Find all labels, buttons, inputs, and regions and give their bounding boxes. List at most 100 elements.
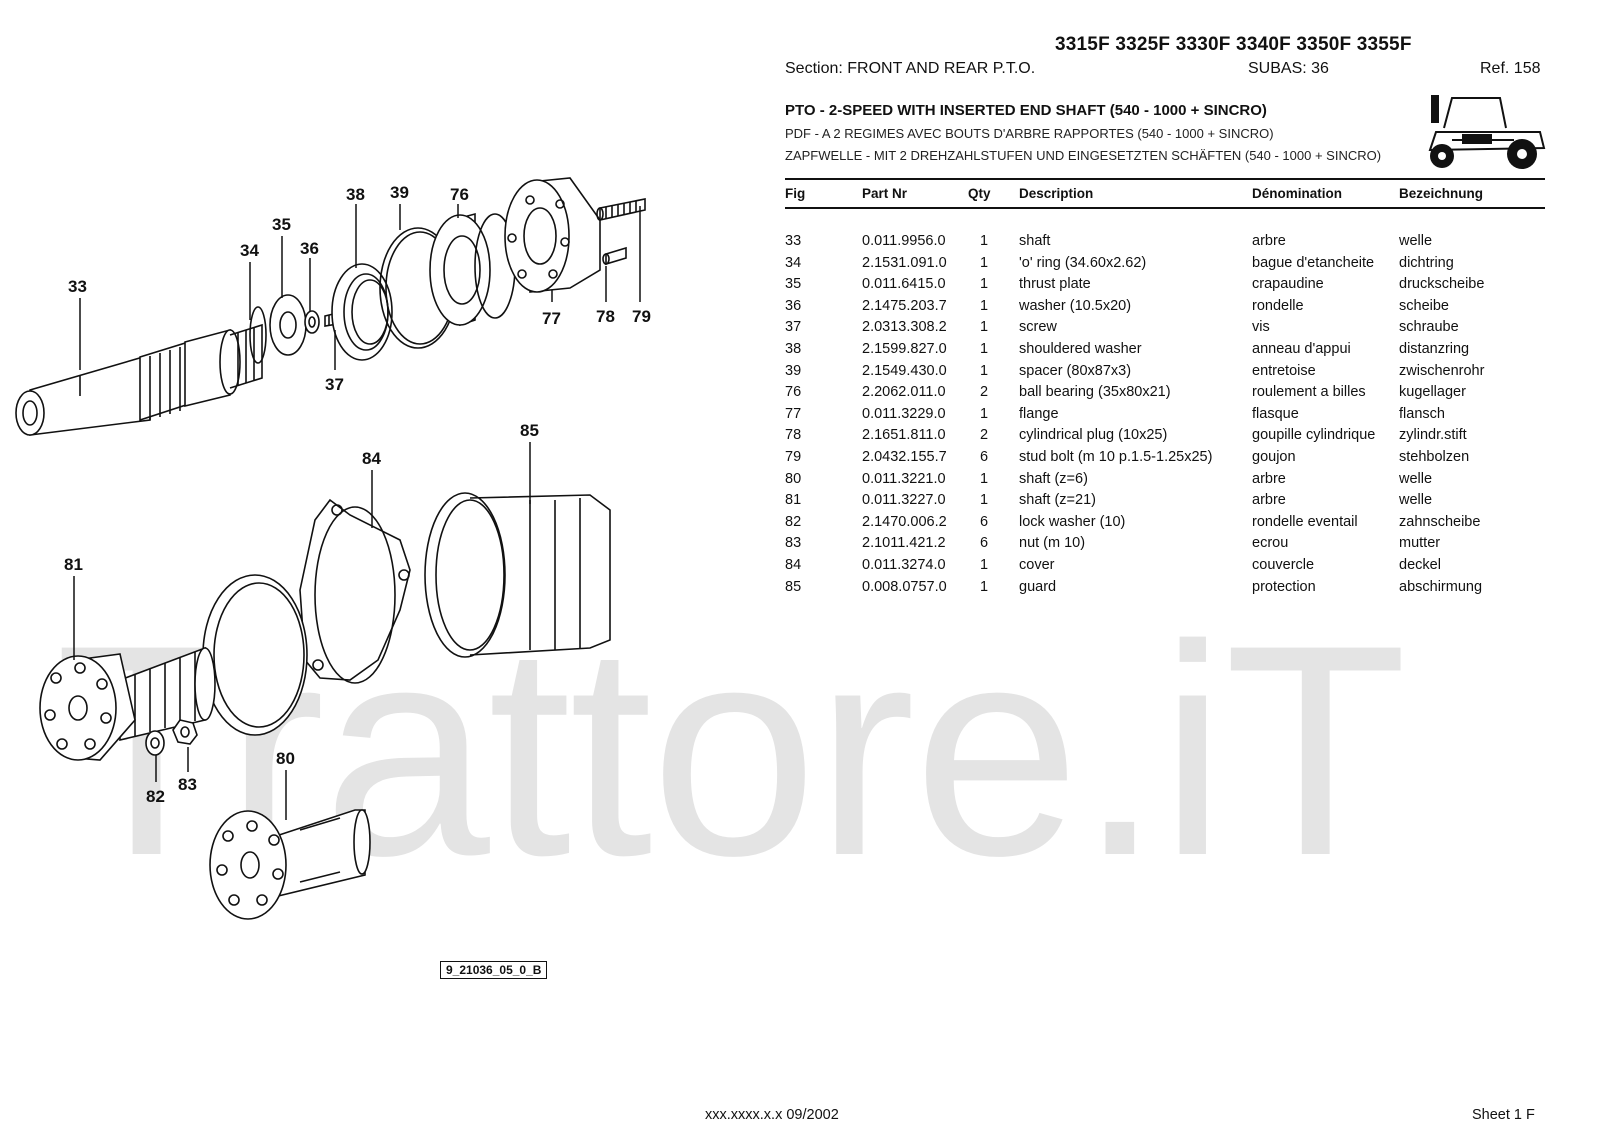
- cell-denomination: anneau d'appui: [1252, 340, 1351, 357]
- cell-denomination: ecrou: [1252, 535, 1289, 552]
- cell-qty: 1: [980, 340, 989, 357]
- cell-fig: 79: [785, 448, 802, 465]
- cell-fig: 36: [785, 297, 802, 314]
- col-header-denomination: Dénomination: [1252, 186, 1342, 201]
- footer-doc-code: xxx.xxxx.x.x 09/2002: [705, 1107, 839, 1123]
- cell-bezeichnung: scheibe: [1399, 297, 1449, 314]
- cell-bezeichnung: welle: [1399, 492, 1433, 509]
- callout-81: 81: [64, 555, 83, 574]
- table-header-rule: [785, 207, 1545, 209]
- cell-description: thrust plate: [1019, 276, 1091, 293]
- cell-description: spacer (80x87x3): [1019, 362, 1132, 379]
- part-35-thrust-plate-drawing: [269, 294, 307, 356]
- cell-part-nr: 2.1549.430.0: [862, 362, 947, 379]
- cell-qty: 1: [980, 362, 989, 379]
- callout-leaders: [73, 204, 641, 820]
- cell-description: nut (m 10): [1019, 535, 1086, 552]
- cell-fig: 80: [785, 470, 802, 487]
- cell-fig: 37: [785, 319, 802, 336]
- col-header-qty: Qty: [968, 186, 991, 201]
- callout-79: 79: [632, 307, 651, 326]
- cell-fig: 78: [785, 427, 802, 444]
- cell-denomination: bague d'etancheite: [1252, 254, 1375, 271]
- cell-qty: 2: [980, 384, 989, 401]
- cell-bezeichnung: kugellager: [1399, 384, 1466, 401]
- cell-fig: 33: [785, 233, 802, 249]
- exploded-parts-drawing: 33 34 35 36 37 38 39 76 77 78 79 81 82 8…: [15, 177, 651, 920]
- col-header-description: Description: [1019, 186, 1094, 201]
- cell-qty: 1: [980, 254, 989, 271]
- cell-description: washer (10.5x20): [1019, 297, 1132, 314]
- cell-denomination: entretoise: [1252, 362, 1316, 379]
- cell-part-nr: 2.2062.011.0: [862, 384, 946, 401]
- callout-82: 82: [146, 787, 165, 806]
- cell-description: screw: [1019, 319, 1057, 336]
- cell-part-nr: 2.0313.308.2: [862, 319, 947, 336]
- cell-qty: 1: [980, 578, 989, 595]
- part-79-stud-bolt-drawing: [596, 198, 646, 221]
- page-title-en: PTO - 2-SPEED WITH INSERTED END SHAFT (5…: [785, 102, 1267, 119]
- col-header-part-nr: Part Nr: [862, 186, 908, 201]
- cell-bezeichnung: zahnscheibe: [1399, 513, 1481, 530]
- part-33-shaft-drawing: [15, 323, 263, 436]
- cell-description: ball bearing (35x80x21): [1019, 384, 1171, 401]
- callout-39: 39: [390, 183, 409, 202]
- cell-qty: 1: [980, 470, 989, 487]
- table-top-rule: [785, 178, 1545, 180]
- cell-denomination: vis: [1252, 319, 1270, 336]
- cell-bezeichnung: distanzring: [1399, 340, 1470, 357]
- cell-qty: 6: [980, 513, 989, 530]
- cell-bezeichnung: deckel: [1399, 556, 1441, 573]
- cell-part-nr: 0.011.3227.0: [862, 492, 946, 509]
- cell-part-nr: 0.011.6415.0: [862, 276, 946, 293]
- cell-fig: 34: [785, 254, 802, 271]
- cell-denomination: arbre: [1252, 233, 1286, 249]
- cell-denomination: roulement a billes: [1252, 384, 1366, 401]
- cell-fig: 83: [785, 535, 802, 552]
- part-76-ball-bearing-drawing: [429, 212, 516, 327]
- cell-part-nr: 0.011.3229.0: [862, 405, 946, 422]
- cell-qty: 1: [980, 405, 989, 422]
- cell-denomination: crapaudine: [1252, 276, 1324, 293]
- cell-bezeichnung: abschirmung: [1399, 578, 1483, 595]
- callout-37: 37: [325, 375, 344, 394]
- callout-33: 33: [68, 277, 87, 296]
- cell-qty: 1: [980, 276, 989, 293]
- cell-part-nr: 2.1475.203.7: [862, 297, 947, 314]
- callout-84: 84: [362, 449, 381, 468]
- cell-denomination: goujon: [1252, 448, 1296, 465]
- part-78-cylindrical-plug-drawing: [602, 246, 627, 266]
- callout-36: 36: [300, 239, 319, 258]
- callout-38: 38: [346, 185, 365, 204]
- cell-part-nr: 2.1011.421.2: [862, 535, 946, 552]
- part-80-shaft-drawing: [209, 809, 371, 920]
- cell-qty: 1: [980, 492, 989, 509]
- subas-label: SUBAS: 36: [1248, 60, 1329, 77]
- part-84-cover-drawing: [299, 498, 411, 684]
- cell-description: flange: [1019, 405, 1059, 422]
- cell-qty: 6: [980, 448, 989, 465]
- cell-description: shaft (z=21): [1019, 492, 1096, 509]
- cell-denomination: flasque: [1252, 405, 1299, 422]
- cell-fig: 81: [785, 492, 802, 509]
- cell-denomination: goupille cylindrique: [1252, 427, 1376, 444]
- cell-part-nr: 0.011.3274.0: [862, 556, 946, 573]
- cell-fig: 35: [785, 276, 802, 293]
- callout-80: 80: [276, 749, 295, 768]
- tractor-icon: [1428, 95, 1546, 169]
- cell-part-nr: 2.0432.155.7: [862, 448, 947, 465]
- cell-qty: 1: [980, 233, 989, 249]
